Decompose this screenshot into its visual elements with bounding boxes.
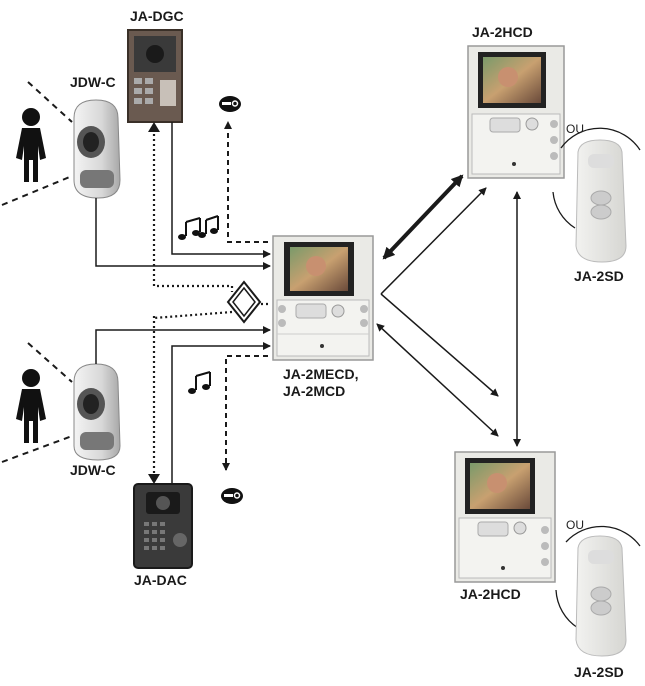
- label-handset-bottom: JA-2SD: [574, 664, 624, 680]
- wireless-link-arrow: [382, 174, 464, 260]
- door-station-ja-dac: [133, 483, 193, 569]
- label-ou-top: OU: [566, 122, 584, 136]
- key-icon-top: [219, 96, 241, 112]
- sub-station-top: [467, 45, 565, 179]
- label-sub-station-bottom: JA-2HCD: [460, 586, 521, 602]
- label-camera-top: JDW-C: [70, 74, 116, 90]
- door-station-ja-dgc: [127, 29, 183, 123]
- handset-top: [552, 127, 641, 263]
- master-station: [272, 235, 374, 361]
- handset-bottom: [555, 525, 641, 657]
- label-door-station-bottom: JA-DAC: [134, 572, 187, 588]
- video-arrow-down: [148, 474, 160, 484]
- camera-jdw-c-bottom: [73, 363, 121, 461]
- person-icon-top: [16, 108, 46, 182]
- camera-jdw-c-top: [73, 99, 121, 199]
- lock-lines: [222, 121, 268, 471]
- video-switch-icon: [226, 280, 262, 324]
- label-handset-top: JA-2SD: [574, 268, 624, 284]
- sub-station-bottom: [454, 451, 556, 583]
- video-lines: [152, 124, 270, 482]
- label-ou-bottom: OU: [566, 518, 584, 532]
- camera-view-lines: [1, 81, 73, 463]
- label-door-station-top: JA-DGC: [130, 8, 184, 24]
- person-icon-bottom: [16, 369, 46, 443]
- label-sub-station-top: JA-2HCD: [472, 24, 533, 40]
- label-camera-bottom: JDW-C: [70, 462, 116, 478]
- label-master-station-2: JA-2MCD: [283, 383, 346, 399]
- video-arrow-up: [148, 122, 160, 132]
- key-icon-bottom: [221, 488, 243, 504]
- label-master-station-1: JA-2MECD,: [283, 366, 359, 382]
- music-note-icon-single: [188, 371, 211, 394]
- music-notes-icon-double: [178, 215, 219, 240]
